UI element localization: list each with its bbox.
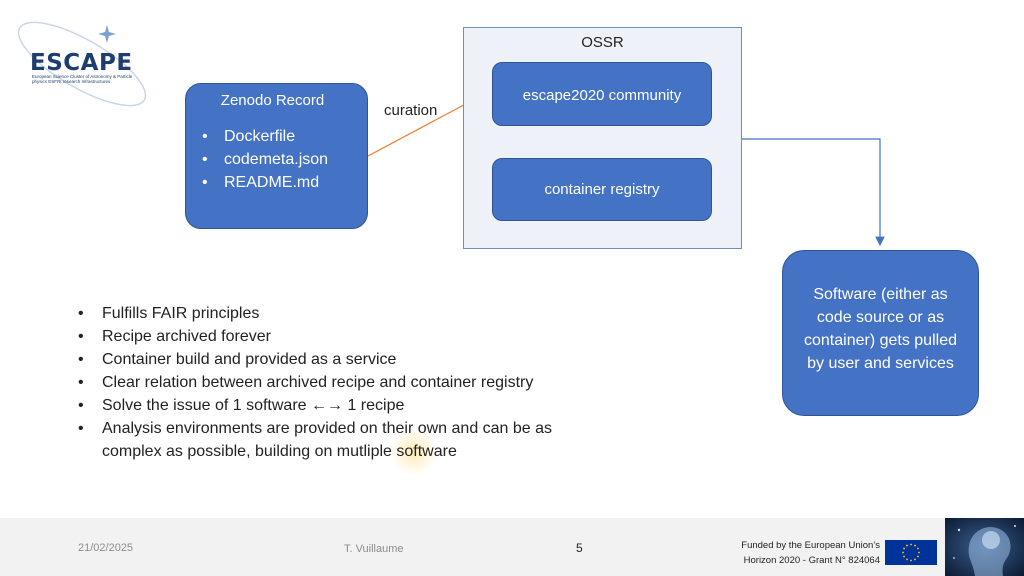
container-registry-label: container registry bbox=[544, 181, 660, 198]
logo-orbit-icon bbox=[17, 21, 147, 107]
funding-line-1: Funded by the European Union’s bbox=[741, 540, 880, 551]
footer-date: 21/02/2025 bbox=[78, 542, 134, 554]
eu-star-icon bbox=[902, 551, 904, 554]
benefit-item: Recipe archived forever bbox=[78, 325, 578, 348]
eu-star-icon bbox=[906, 558, 908, 561]
zenodo-file-item: codemeta.json bbox=[202, 148, 367, 171]
escape2020-community-box: escape2020 community bbox=[492, 62, 712, 126]
eu-star-icon bbox=[910, 543, 912, 546]
brain-icon bbox=[945, 518, 1024, 576]
eu-star-icon bbox=[903, 547, 905, 550]
funding-notice: Funded by the European Union’s Horizon 2… bbox=[712, 538, 880, 568]
logo-tagline: European Science Cluster of Astronomy & … bbox=[32, 74, 133, 84]
software-box: Software (either as code source or as co… bbox=[782, 250, 979, 416]
benefit-item: Solve the issue of 1 software ←→ 1 recip… bbox=[78, 394, 578, 417]
eu-star-icon bbox=[903, 555, 905, 558]
zenodo-file-list: Dockerfile codemeta.json README.md bbox=[186, 125, 367, 194]
eu-star-icon bbox=[917, 555, 919, 558]
escape-logo: ESCAPE European Science Cluster of Astro… bbox=[10, 8, 160, 108]
benefit-item: Container build and provided as a servic… bbox=[78, 348, 578, 371]
software-description: Software (either as code source or as co… bbox=[804, 286, 957, 372]
eu-star-icon bbox=[914, 544, 916, 547]
benefit-item: Clear relation between archived recipe a… bbox=[78, 371, 578, 394]
zenodo-file-item: README.md bbox=[202, 171, 367, 194]
eu-star-icon bbox=[917, 547, 919, 550]
curation-label: curation bbox=[384, 102, 438, 119]
zenodo-record-title: Zenodo Record bbox=[220, 92, 325, 109]
ossr-to-software-arrow bbox=[742, 138, 885, 247]
footer-author: T. Vuillaume bbox=[344, 543, 404, 555]
ossr-title: OSSR bbox=[581, 34, 624, 51]
zenodo-file-item: Dockerfile bbox=[202, 125, 367, 148]
escape2020-community-label: escape2020 community bbox=[522, 87, 682, 104]
eu-star-icon bbox=[910, 559, 912, 562]
benefit-item: Analysis environments are provided on th… bbox=[78, 417, 578, 463]
eu-flag-icon bbox=[885, 540, 937, 565]
page-number: 5 bbox=[576, 541, 583, 555]
zenodo-record-box: Zenodo Record Dockerfile codemeta.json R… bbox=[185, 83, 368, 229]
funding-line-2: Horizon 2020 - Grant N° 824064 bbox=[743, 555, 880, 566]
slide-footer bbox=[0, 518, 1024, 576]
container-registry-box: container registry bbox=[492, 158, 712, 221]
benefit-item: Fulfills FAIR principles bbox=[78, 302, 578, 325]
benefits-list: Fulfills FAIR principles Recipe archived… bbox=[78, 302, 578, 463]
eu-star-icon bbox=[918, 551, 920, 554]
eu-star-icon bbox=[906, 544, 908, 547]
logo-wordmark: ESCAPE bbox=[30, 50, 133, 76]
eu-star-icon bbox=[914, 558, 916, 561]
